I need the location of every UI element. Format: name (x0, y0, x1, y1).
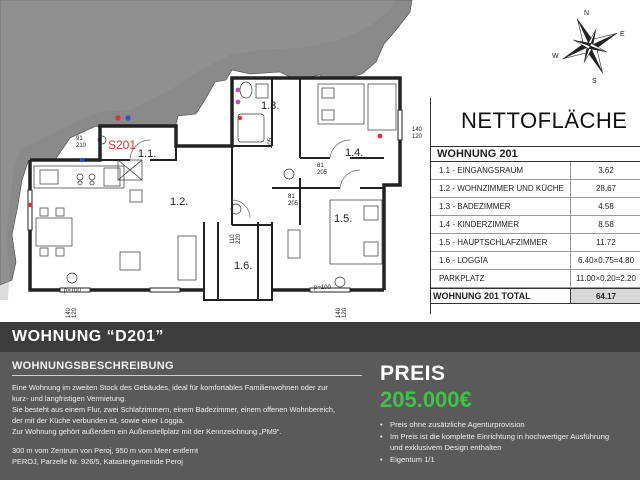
row-label: 1.3 - BADEZIMMER (431, 198, 571, 215)
table-row: 1.6 - LOGGIA 6.40×0.75=4.80 (431, 252, 640, 270)
unit-label: S201 (108, 138, 136, 152)
dim-140-bottom: 140 (336, 307, 342, 318)
row-value: 11.00×0.20=2.20 (576, 274, 636, 283)
level-markers (66, 135, 346, 288)
dim-210: 210 (76, 143, 87, 149)
row-value: 8.58 (598, 220, 614, 229)
dim-81-b: 81 (288, 194, 295, 200)
windows (27, 109, 403, 293)
row-label: 1.1 - EINGANGSRAUM (431, 162, 571, 179)
loggia-walls (203, 222, 273, 301)
dim-220: 220 (236, 233, 242, 244)
entry-cabinet (117, 159, 143, 203)
dim-205-a: 205 (317, 170, 328, 176)
vertical-dimension-labels: 110 220 205 140 120 140 120 (66, 137, 348, 318)
dim-110: 110 (230, 234, 236, 244)
table-row: 1.5 - HAUPTSCHLAFZIMMER 11.72 (431, 234, 640, 252)
dim-205-c: 205 (268, 137, 274, 148)
room-label-1-5: 1.5. (334, 213, 352, 225)
details-section: WOHNUNGSBESCHREIBUNG Eine Wohnung im zwe… (0, 352, 640, 480)
table-row: 1.2 - WOHNZIMMER UND KÜCHE 28.67 (431, 180, 640, 198)
total-value: 64.17 (571, 289, 640, 303)
row-value: 28.67 (595, 184, 617, 193)
area-table-header: WOHNUNG 201 (431, 146, 640, 162)
dim-120-left: 120 (72, 307, 78, 318)
location-line: 300 m vom Zentrum von Peroj, 950 m vom M… (12, 446, 199, 455)
dim-91: 91 (76, 136, 83, 142)
row-label: 1.5 - HAUPTSCHLAFZIMMER (431, 234, 571, 251)
terrain-silhouette (0, 0, 413, 286)
dim-140-top: 140 (412, 127, 423, 133)
compass-n: N (584, 10, 589, 17)
row-label: 1.4 - KINDERZIMMER (431, 216, 571, 233)
dim-81-a: 81 (317, 163, 324, 169)
room-label-1-3: 1.3. (261, 100, 279, 112)
table-row: 1.4 - KINDERZIMMER 8.58 (431, 216, 640, 234)
row-value: 11.72 (596, 238, 616, 247)
room-label-1-1: 1.1. (138, 148, 156, 160)
price-notes: Preis ohne zusätzliche Agenturprovision … (380, 419, 640, 465)
dim-p100-b: p=100 (314, 285, 332, 291)
price-label: PREIS (380, 362, 446, 385)
kitchen-counter (33, 165, 125, 189)
price-note: Im Preis ist die komplette Einrichtung i… (380, 431, 640, 443)
dimension-labels: 91 210 140 120 81 205 81 205 p=100 p=100 (64, 127, 423, 294)
electrical-marks (27, 87, 383, 208)
sofa (119, 235, 197, 281)
bed-kinderzimmer (317, 83, 397, 131)
compass-w: W (552, 53, 559, 60)
dining-table (35, 207, 73, 257)
row-label: 1.6 - LOGGIA (431, 252, 571, 269)
area-table: WOHNUNG 201 1.1 - EINGANGSRAUM 3.62 1.2 -… (431, 146, 640, 304)
price-note: Eigentum 1/1 (380, 454, 640, 466)
price-block: PREIS 205.000€ Preis ohne zusätzliche Ag… (380, 362, 640, 465)
row-value: 3.62 (598, 166, 614, 175)
row-value: 4.58 (598, 202, 614, 211)
door-swings (129, 139, 361, 219)
dim-140-left: 140 (66, 307, 72, 318)
price-value: 205.000€ (380, 387, 472, 412)
room-label-1-6: 1.6. (234, 260, 252, 272)
description-line: Zur Wohnung gehört außerdem ein Außenste… (12, 427, 282, 436)
room-label-1-2: 1.2. (170, 196, 188, 208)
table-row: 1.1 - EINGANGSRAUM 3.62 (431, 162, 640, 180)
compass-rose-icon: N S E W (552, 10, 625, 85)
description-heading: WOHNUNGSBESCHREIBUNG (12, 360, 362, 376)
net-area-panel: NETTOFLÄCHE WOHNUNG 201 1.1 - EINGANGSRA… (430, 98, 640, 314)
dim-120-top: 120 (412, 134, 423, 140)
table-row: PARKPLATZ 11.00×0.20=2.20 (431, 270, 640, 288)
price-note: Preis ohne zusätzliche Agenturprovision (380, 419, 640, 431)
description-line: der mit der Küche verbunden ist, sowie e… (12, 416, 185, 425)
compass-e: E (620, 31, 625, 38)
description-line: Eine Wohnung im zweiten Stock des Gebäud… (12, 383, 328, 392)
total-label: WOHNUNG 201 TOTAL (431, 289, 571, 303)
description-block: WOHNUNGSBESCHREIBUNG Eine Wohnung im zwe… (12, 360, 362, 467)
description-line: Sie besteht aus einem Flur, zwei Schlafz… (12, 405, 336, 414)
description-line: kurz- und langfristigen Vermietung. (12, 394, 127, 403)
row-label: PARKPLATZ (431, 270, 571, 287)
compass-s: S (592, 78, 597, 85)
table-row: 1.3 - BADEZIMMER 4.58 (431, 198, 640, 216)
title-band: WOHNUNG “D201” (0, 322, 640, 352)
room-labels: 1.1. 1.2. 1.3. 1.4. 1.5. 1.6. (138, 100, 363, 272)
dim-p100-a: p=100 (64, 288, 82, 294)
room-label-1-4: 1.4. (345, 147, 363, 159)
floor-plan-area: 1.1. 1.2. 1.3. 1.4. 1.5. 1.6. S201 91 21… (0, 0, 640, 318)
apartment-title: WOHNUNG “D201” (12, 328, 164, 345)
bed-hauptschlafzimmer (287, 199, 383, 265)
price-note-continuation: und exklusivem Design enthalten (390, 443, 502, 452)
dim-120-bottom: 120 (342, 307, 348, 318)
row-label: 1.2 - WOHNZIMMER UND KÜCHE (431, 180, 571, 197)
row-value: 6.40×0.75=4.80 (577, 256, 635, 265)
dim-205-b: 205 (288, 201, 299, 207)
floor-plan-drawing: 1.1. 1.2. 1.3. 1.4. 1.5. 1.6. S201 91 21… (0, 0, 423, 318)
area-panel-title: NETTOFLÄCHE (461, 108, 628, 133)
parcel-line: PEROJ, Parzelle Nr. 926/5, Katastergemei… (12, 457, 183, 466)
